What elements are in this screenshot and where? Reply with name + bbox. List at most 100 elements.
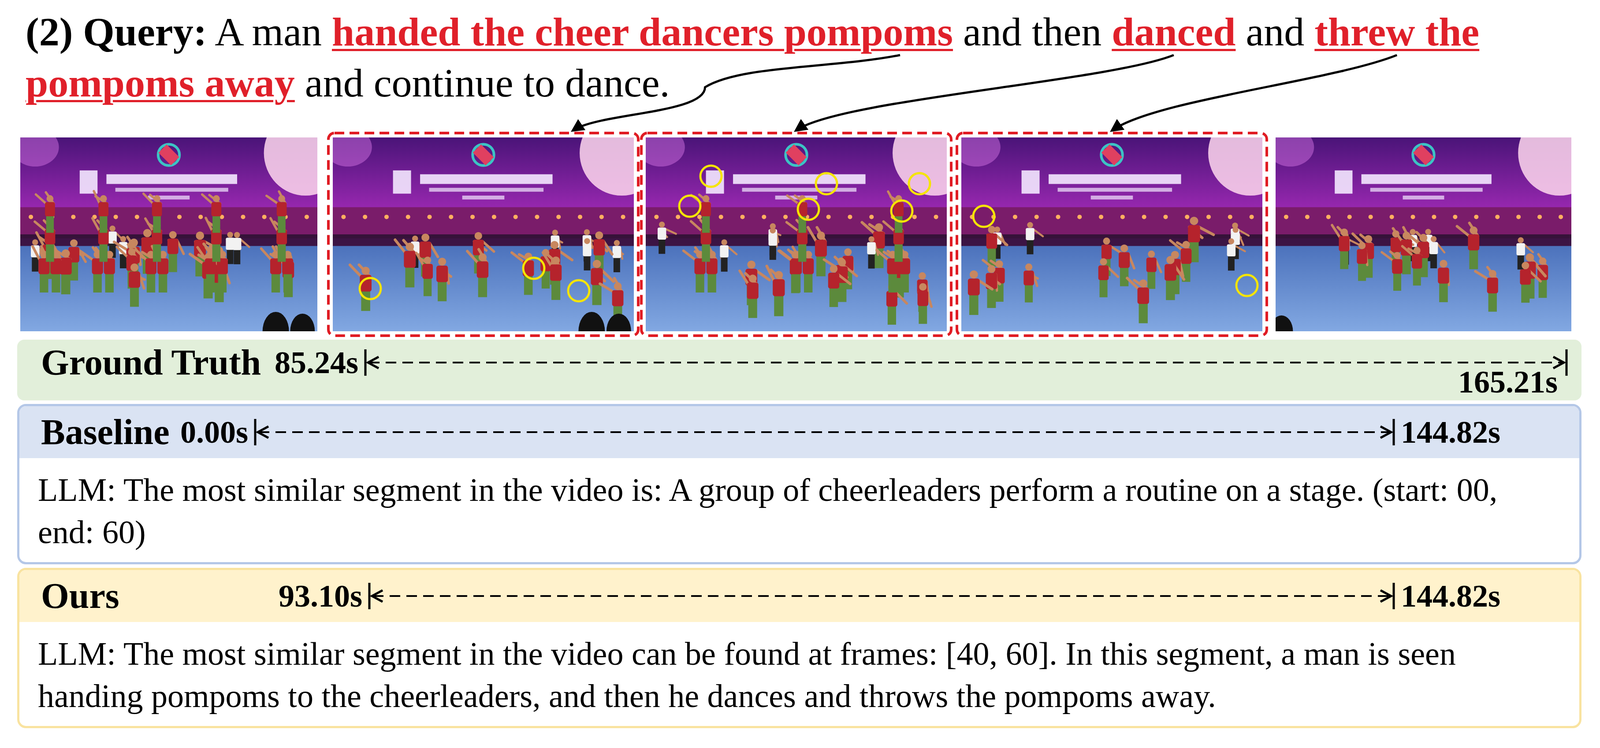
- dancer-torso: [747, 282, 759, 299]
- stage-lamp: [405, 214, 411, 220]
- banner-mark: [1334, 170, 1353, 194]
- stage-lamp: [1077, 214, 1082, 220]
- dancer-arm: [1475, 271, 1489, 280]
- dancer-torso: [98, 202, 109, 217]
- pompom-highlight: [568, 280, 590, 302]
- stage-lamp: [761, 214, 767, 220]
- banner-bar: [1048, 174, 1182, 185]
- dancer-head: [748, 274, 757, 283]
- audience-silhouette: [606, 313, 632, 332]
- dancer-head: [1025, 263, 1033, 271]
- dancer-arm: [240, 239, 250, 248]
- video-frame: [20, 137, 318, 332]
- dancer-legs: [829, 287, 838, 308]
- stage-lamp: [177, 214, 182, 220]
- dancer-legs: [1413, 267, 1422, 286]
- highlight-frame-border: [956, 133, 1267, 336]
- stage-lamp: [341, 214, 346, 220]
- dancer-head: [195, 231, 205, 241]
- stage-light: [1208, 137, 1263, 196]
- stage-lamp: [1163, 214, 1168, 220]
- dancer-torso: [593, 239, 605, 256]
- dancer-arm: [786, 222, 799, 231]
- dancer-arm: [1457, 226, 1470, 237]
- dancer-legs: [769, 245, 777, 261]
- stage-light: [961, 137, 1001, 167]
- dancer-legs: [283, 273, 292, 293]
- dancer-legs: [900, 273, 909, 293]
- dancer-head: [234, 232, 240, 239]
- dancer-head: [584, 238, 590, 245]
- dancer-legs: [803, 273, 813, 293]
- dancer-legs: [31, 256, 39, 272]
- stage-lamp: [1558, 214, 1563, 220]
- dancer-head: [552, 229, 559, 236]
- dancer-head: [1419, 234, 1428, 242]
- dancer-head: [153, 195, 161, 203]
- dancer-torso: [917, 290, 929, 307]
- highlighted-phrase: handed the cheer dancers pompoms: [331, 9, 953, 55]
- dancer-arm: [665, 228, 676, 234]
- dancer-head: [837, 258, 846, 267]
- audience-silhouette: [290, 313, 315, 332]
- query-phrase: A man: [214, 9, 322, 55]
- dancer-arm: [478, 249, 488, 264]
- dancer-torso: [768, 233, 778, 246]
- dancer-torso: [1098, 265, 1109, 280]
- dancer-head: [874, 223, 884, 232]
- stage-lamp: [718, 214, 724, 220]
- dancer-legs: [93, 273, 102, 293]
- dancer-head: [816, 231, 826, 240]
- dancer-head: [969, 270, 979, 280]
- dancer-legs: [1026, 239, 1034, 255]
- dancer-head: [1539, 257, 1547, 265]
- dancer-arm: [80, 251, 94, 261]
- dancer-head: [844, 248, 852, 257]
- dancer-head: [1409, 229, 1416, 235]
- dancer-torso: [612, 290, 624, 307]
- stage-lamp: [427, 214, 432, 220]
- dancer-arm: [32, 246, 40, 261]
- dancer-head: [1525, 253, 1534, 262]
- pompom-highlight: [908, 173, 931, 195]
- start-time: 85.24s: [274, 346, 359, 379]
- dancer-head: [421, 233, 430, 242]
- stage-light: [20, 137, 60, 167]
- stage-lamp: [198, 214, 203, 220]
- stage-lamp: [1368, 214, 1374, 220]
- dancer-legs: [1488, 292, 1497, 312]
- dancer-legs: [130, 286, 139, 307]
- dancer-head: [770, 227, 776, 234]
- dancer-torso: [719, 245, 729, 258]
- dancer-legs: [277, 215, 286, 233]
- dancer-legs: [218, 273, 227, 293]
- timeline-span: [368, 361, 1563, 364]
- timeline-arrowhead: [1380, 426, 1392, 439]
- stage-lamp: [362, 214, 368, 220]
- dancer-head: [1139, 279, 1148, 288]
- stage-lamp: [1326, 214, 1331, 220]
- dancer-torso: [232, 238, 242, 251]
- dancer-head: [721, 239, 727, 246]
- dancer-torso: [403, 251, 416, 268]
- event-emblem: [1101, 144, 1123, 166]
- banner-bar: [1402, 195, 1445, 200]
- dancer-torso: [612, 245, 622, 259]
- dancer-head: [1103, 237, 1111, 245]
- dancer-legs: [701, 243, 710, 262]
- banner-bar: [742, 187, 857, 192]
- query-prefix: (2) Query:: [25, 9, 207, 55]
- banner-bar: [1057, 187, 1173, 192]
- stage-lamp: [70, 214, 76, 220]
- dancer-arm: [467, 251, 479, 264]
- dancer-torso: [436, 265, 448, 283]
- dancer-head: [278, 195, 286, 203]
- dancer-arm: [1107, 267, 1119, 277]
- dancer-torso: [1187, 225, 1200, 243]
- banner-bar: [420, 174, 553, 185]
- stage-lamp: [1495, 214, 1500, 220]
- dancer-torso: [1487, 277, 1499, 294]
- end-time: 165.21s: [1458, 366, 1558, 399]
- stage-lamp: [1473, 214, 1479, 220]
